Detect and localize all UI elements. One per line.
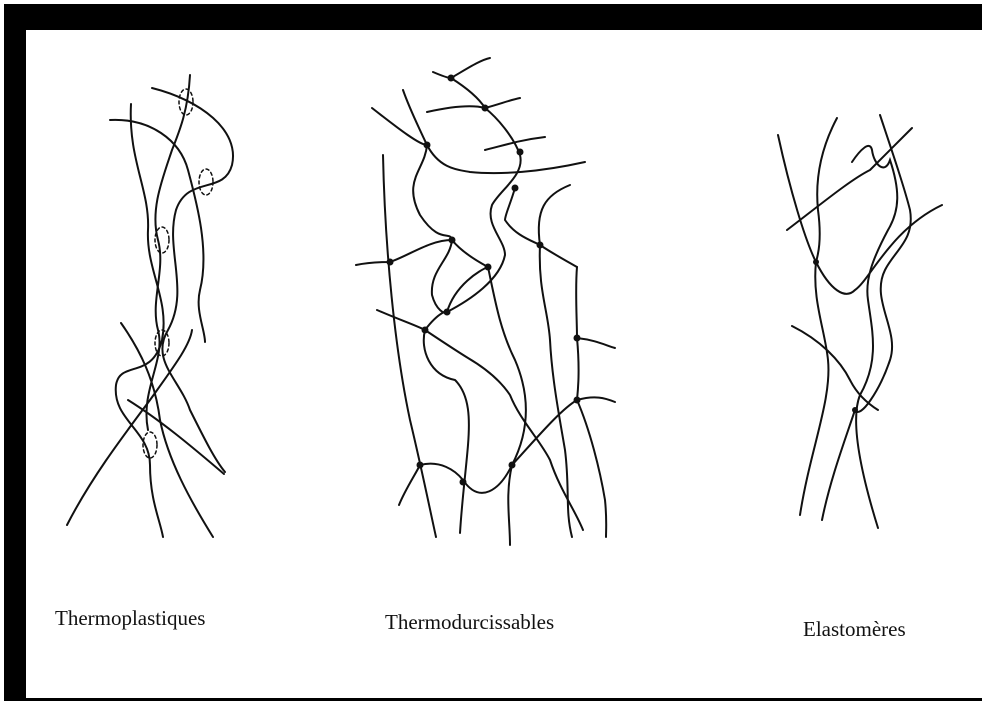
elastomer-crosslinks — [813, 259, 858, 413]
entanglement-marker — [199, 169, 213, 195]
ts-chain-11 — [540, 245, 572, 537]
ts-chain-17 — [577, 338, 615, 348]
crosslink-node — [422, 327, 429, 334]
ts-chain-10 — [539, 185, 570, 245]
crosslink-node — [444, 309, 451, 316]
ts-chain-3 — [403, 90, 452, 313]
crosslink-node — [537, 242, 544, 249]
crosslink-node — [512, 185, 519, 192]
ts-chain-9 — [356, 240, 488, 267]
ts-chain-12 — [488, 267, 526, 545]
el-chain-2 — [787, 128, 912, 230]
crosslink-node — [574, 397, 581, 404]
caption-thermodurcissables: Thermodurcissables — [385, 610, 554, 635]
caption-elastomeres: Elastomères — [803, 617, 906, 642]
ts-chain-2 — [372, 108, 585, 173]
el-chain-5 — [822, 115, 911, 520]
crosslink-nodes — [387, 75, 581, 486]
crosslink-node — [517, 149, 524, 156]
tp-chain-6 — [67, 330, 192, 525]
thermoset-network — [356, 58, 615, 545]
crosslink-node — [424, 142, 431, 149]
elastomer-chains — [778, 115, 942, 528]
thermoplastic-chains — [67, 75, 233, 537]
tp-chain-2 — [152, 88, 233, 472]
ts-chain-15 — [424, 330, 469, 533]
ts-chain-8 — [505, 188, 577, 267]
el-chain-6 — [792, 326, 878, 410]
crosslink-node — [574, 335, 581, 342]
crosslink-node — [852, 407, 858, 413]
crosslink-node — [813, 259, 819, 265]
crosslink-node — [482, 105, 489, 112]
ts-chain-1 — [383, 155, 436, 537]
crosslink-node — [448, 75, 455, 82]
ts-chain-5 — [451, 58, 490, 78]
crosslink-node — [485, 264, 492, 271]
ts-chain-16 — [576, 267, 606, 537]
caption-thermoplastiques: Thermoplastiques — [55, 606, 205, 631]
crosslink-node — [387, 259, 394, 266]
crosslink-node — [449, 237, 456, 244]
ts-chain-6 — [427, 98, 520, 112]
el-chain-3 — [800, 118, 837, 515]
crosslink-node — [417, 462, 424, 469]
crosslink-node — [460, 479, 467, 486]
crosslink-node — [509, 462, 516, 469]
el-chain-1 — [778, 135, 942, 294]
